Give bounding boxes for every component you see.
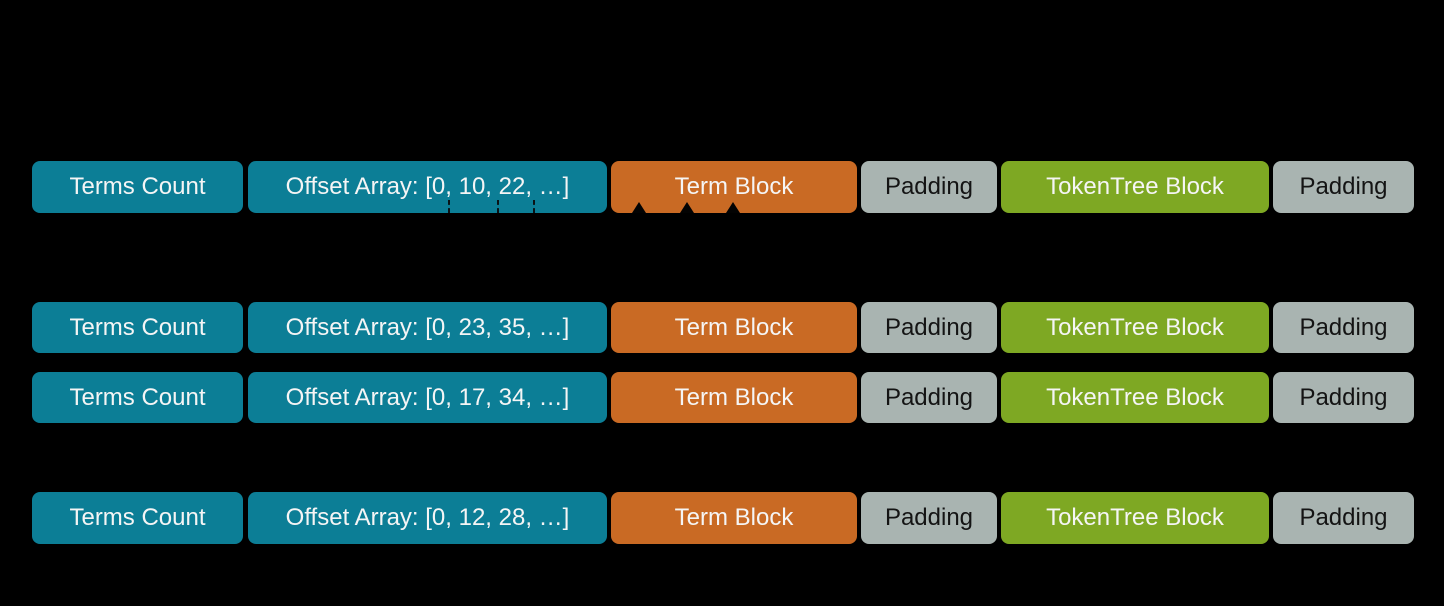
arrowhead-up-icon [680, 202, 694, 213]
offset-pointer-dash-icon [533, 200, 535, 213]
tokentree-block: TokenTree Block [1001, 372, 1269, 423]
offset-pointer-dash-icon [448, 200, 450, 213]
padding-block: Padding [1273, 372, 1414, 423]
padding-block: Padding [861, 372, 997, 423]
tokentree-block: TokenTree Block [1001, 161, 1269, 213]
padding-block: Padding [861, 161, 997, 213]
term-block: Term Block [611, 302, 857, 353]
terms-count-block: Terms Count [32, 302, 243, 353]
offset-pointer-dash-icon [497, 200, 499, 213]
offset-array-block: Offset Array: [0, 17, 34, …] [248, 372, 607, 423]
tokentree-block: TokenTree Block [1001, 302, 1269, 353]
offset-array-block: Offset Array: [0, 10, 22, …] [248, 161, 607, 213]
terms-count-block: Terms Count [32, 372, 243, 423]
padding-block: Padding [1273, 161, 1414, 213]
padding-block: Padding [1273, 302, 1414, 353]
arrowhead-up-icon [726, 202, 740, 213]
padding-block: Padding [1273, 492, 1414, 544]
padding-block: Padding [861, 302, 997, 353]
padding-block: Padding [861, 492, 997, 544]
tokentree-block: TokenTree Block [1001, 492, 1269, 544]
term-block: Term Block [611, 492, 857, 544]
term-block: Term Block [611, 372, 857, 423]
arrowhead-up-icon [632, 202, 646, 213]
offset-array-block: Offset Array: [0, 12, 28, …] [248, 492, 607, 544]
offset-array-block: Offset Array: [0, 23, 35, …] [248, 302, 607, 353]
terms-count-block: Terms Count [32, 161, 243, 213]
terms-count-block: Terms Count [32, 492, 243, 544]
